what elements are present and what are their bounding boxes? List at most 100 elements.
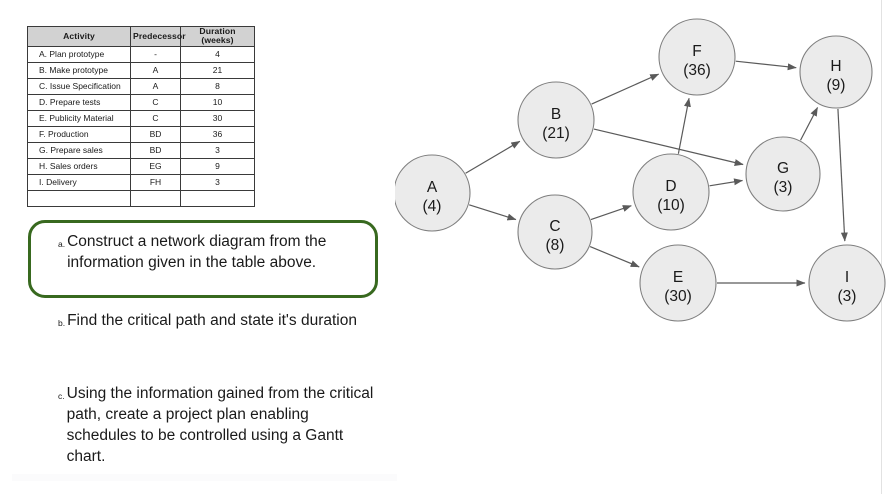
diagram-edges-layer: [465, 60, 848, 287]
node-duration-e: (30): [664, 288, 692, 305]
cell-activity: C. Issue Specification: [27, 77, 131, 95]
table-row-empty: [27, 189, 255, 207]
table-header-row: Activity Predecessor Duration (weeks): [27, 26, 255, 47]
question-marker-c: c.: [58, 391, 65, 401]
node-circle-e: [639, 244, 717, 322]
diagram-node-f[interactable]: F (36): [658, 18, 736, 96]
question-marker-a: a.: [58, 239, 66, 249]
node-circle-h: [799, 35, 873, 109]
edge-a-to-c: [468, 204, 517, 221]
node-duration-f: (36): [683, 62, 711, 79]
edge-c-to-d: [590, 205, 632, 221]
network-diagram: A (4) B (21) C(8) D (10) E (30) F (36) G (3) H(9) I (3): [395, 0, 887, 494]
cell-activity: E. Publicity Material: [27, 109, 131, 127]
cell-activity: A. Plan prototype: [27, 45, 131, 63]
cell-duration: [180, 189, 255, 207]
cell-predecessor: BD: [130, 141, 181, 159]
edge-b-to-g: [593, 128, 744, 166]
edge-a-to-b: [465, 140, 521, 174]
diagram-node-h[interactable]: H(9): [799, 35, 873, 109]
edge-b-to-f: [591, 73, 660, 105]
diagram-node-g[interactable]: G (3): [745, 136, 821, 212]
diagram-node-b[interactable]: B (21): [517, 81, 595, 159]
cell-predecessor: A: [130, 77, 181, 95]
edge-h-to-i: [837, 108, 848, 242]
cell-predecessor: EG: [130, 157, 181, 175]
column-header-activity: Activity: [27, 26, 131, 47]
node-circle-c: [517, 194, 593, 270]
node-circle-f: [658, 18, 736, 96]
cell-activity: I. Delivery: [27, 173, 131, 191]
diagram-node-a[interactable]: A (4): [395, 154, 471, 232]
edge-c-to-e: [589, 246, 640, 268]
node-circle-a: [395, 154, 471, 232]
cell-predecessor: [130, 189, 181, 207]
cell-predecessor: C: [130, 109, 181, 127]
node-label-e: E: [673, 269, 683, 286]
cell-predecessor: BD: [130, 125, 181, 143]
cell-activity: D. Prepare tests: [27, 93, 131, 111]
question-text-b: Find the critical path and state it's du…: [67, 312, 357, 329]
node-circle-b: [517, 81, 595, 159]
column-header-duration: Duration (weeks): [180, 26, 255, 47]
question-text-a: Construct a network diagram from the inf…: [67, 233, 327, 271]
node-duration-g: (3): [774, 179, 793, 196]
node-circle-i: [808, 244, 886, 322]
node-circle-d: [632, 153, 710, 231]
page-edge-right: [881, 0, 882, 494]
activity-table-container: Activity Predecessor Duration (weeks) A.…: [27, 26, 255, 207]
cell-activity: [27, 189, 131, 207]
cell-duration: 9: [180, 157, 255, 175]
cell-predecessor: FH: [130, 173, 181, 191]
node-label-g: G: [777, 160, 789, 177]
question-item-b: b. Find the critical path and state it's…: [58, 310, 370, 331]
cell-duration: 10: [180, 93, 255, 111]
cell-duration: 4: [180, 45, 255, 63]
cell-duration: 30: [180, 109, 255, 127]
node-duration-a: (4): [423, 198, 442, 215]
node-label-d: D: [665, 178, 676, 195]
question-item-c: c. Using the information gained from the…: [58, 383, 376, 467]
node-label-b: B: [551, 106, 561, 123]
cell-duration: 3: [180, 173, 255, 191]
node-duration-i: (3): [838, 288, 857, 305]
node-label-i: I: [845, 269, 849, 286]
diagram-node-e[interactable]: E (30): [639, 244, 717, 322]
question-item-a: a. Construct a network diagram from the …: [58, 231, 370, 273]
cell-duration: 36: [180, 125, 255, 143]
diagram-node-c[interactable]: C(8): [517, 194, 593, 270]
question-text-c: Using the information gained from the cr…: [66, 385, 374, 465]
node-label-a: A: [427, 179, 438, 196]
cell-predecessor: -: [130, 45, 181, 63]
diagram-node-d[interactable]: D (10): [632, 153, 710, 231]
column-header-predecessor: Predecessor: [130, 26, 186, 47]
diagram-node-i[interactable]: I (3): [808, 244, 886, 322]
diagram-nodes-layer: A (4) B (21) C(8) D (10) E (30) F (36) G (3) H(9) I (3): [395, 18, 886, 322]
cell-predecessor: A: [130, 61, 181, 79]
question-marker-b: b.: [58, 318, 66, 328]
node-duration-d: (10): [657, 197, 685, 214]
node-circle-g: [745, 136, 821, 212]
edge-d-to-f: [677, 97, 691, 154]
edge-f-to-h: [735, 60, 797, 71]
edge-d-to-g: [709, 178, 744, 187]
table-row: A. Plan prototype-4: [27, 45, 255, 63]
cell-duration: 8: [180, 77, 255, 95]
cell-activity: H. Sales orders: [27, 157, 131, 175]
node-label-f: F: [692, 43, 701, 60]
node-label-h: H: [830, 58, 841, 75]
page-edge-bottom: [12, 474, 397, 481]
node-label-c: C: [549, 218, 560, 235]
node-duration-b: (21): [542, 125, 570, 142]
cell-activity: B. Make prototype: [27, 61, 131, 79]
edge-g-to-h: [799, 107, 819, 141]
